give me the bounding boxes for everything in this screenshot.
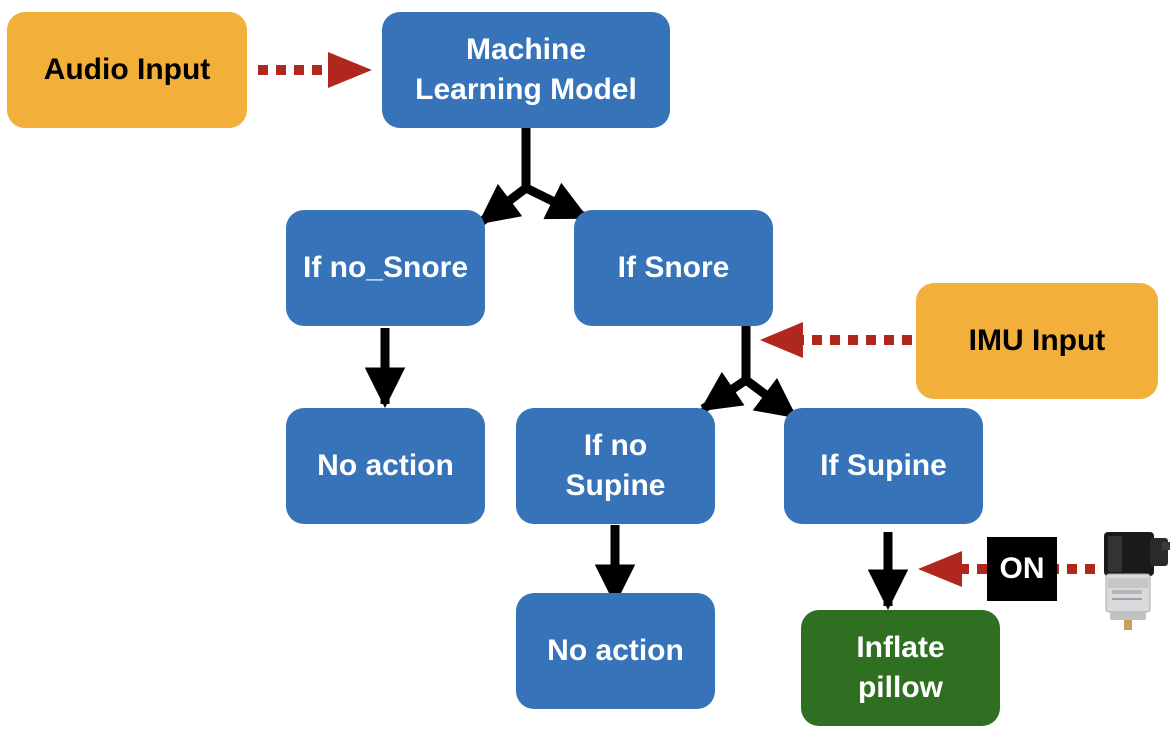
if-supine-node: If Supine — [784, 408, 983, 524]
machine-learning-model-node: Machine Learning Model — [382, 12, 670, 128]
imu-input-node: IMU Input — [916, 283, 1158, 399]
input-arrow-on-head — [918, 551, 962, 587]
air-pump-motor-icon — [1104, 532, 1170, 630]
if-no-supine-node: If no Supine — [516, 408, 715, 524]
flow-arrow-to-no-supine — [699, 371, 749, 413]
inflate-pillow-node: Inflate pillow — [801, 610, 1000, 726]
on-signal-label: ON — [987, 537, 1057, 601]
flow-arrow-to-snore — [524, 182, 589, 222]
input-arrow-audio-head — [328, 52, 372, 88]
flow-arrow-to-supine — [743, 376, 798, 420]
if-no-snore-node: If no_Snore — [286, 210, 485, 326]
audio-input-node: Audio Input — [7, 12, 247, 128]
flow-arrow-to-no-snore — [477, 183, 529, 226]
input-arrow-imu-head — [760, 322, 803, 358]
if-snore-node: If Snore — [574, 210, 773, 326]
no-action-right-node: No action — [516, 593, 715, 709]
no-action-left-node: No action — [286, 408, 485, 524]
